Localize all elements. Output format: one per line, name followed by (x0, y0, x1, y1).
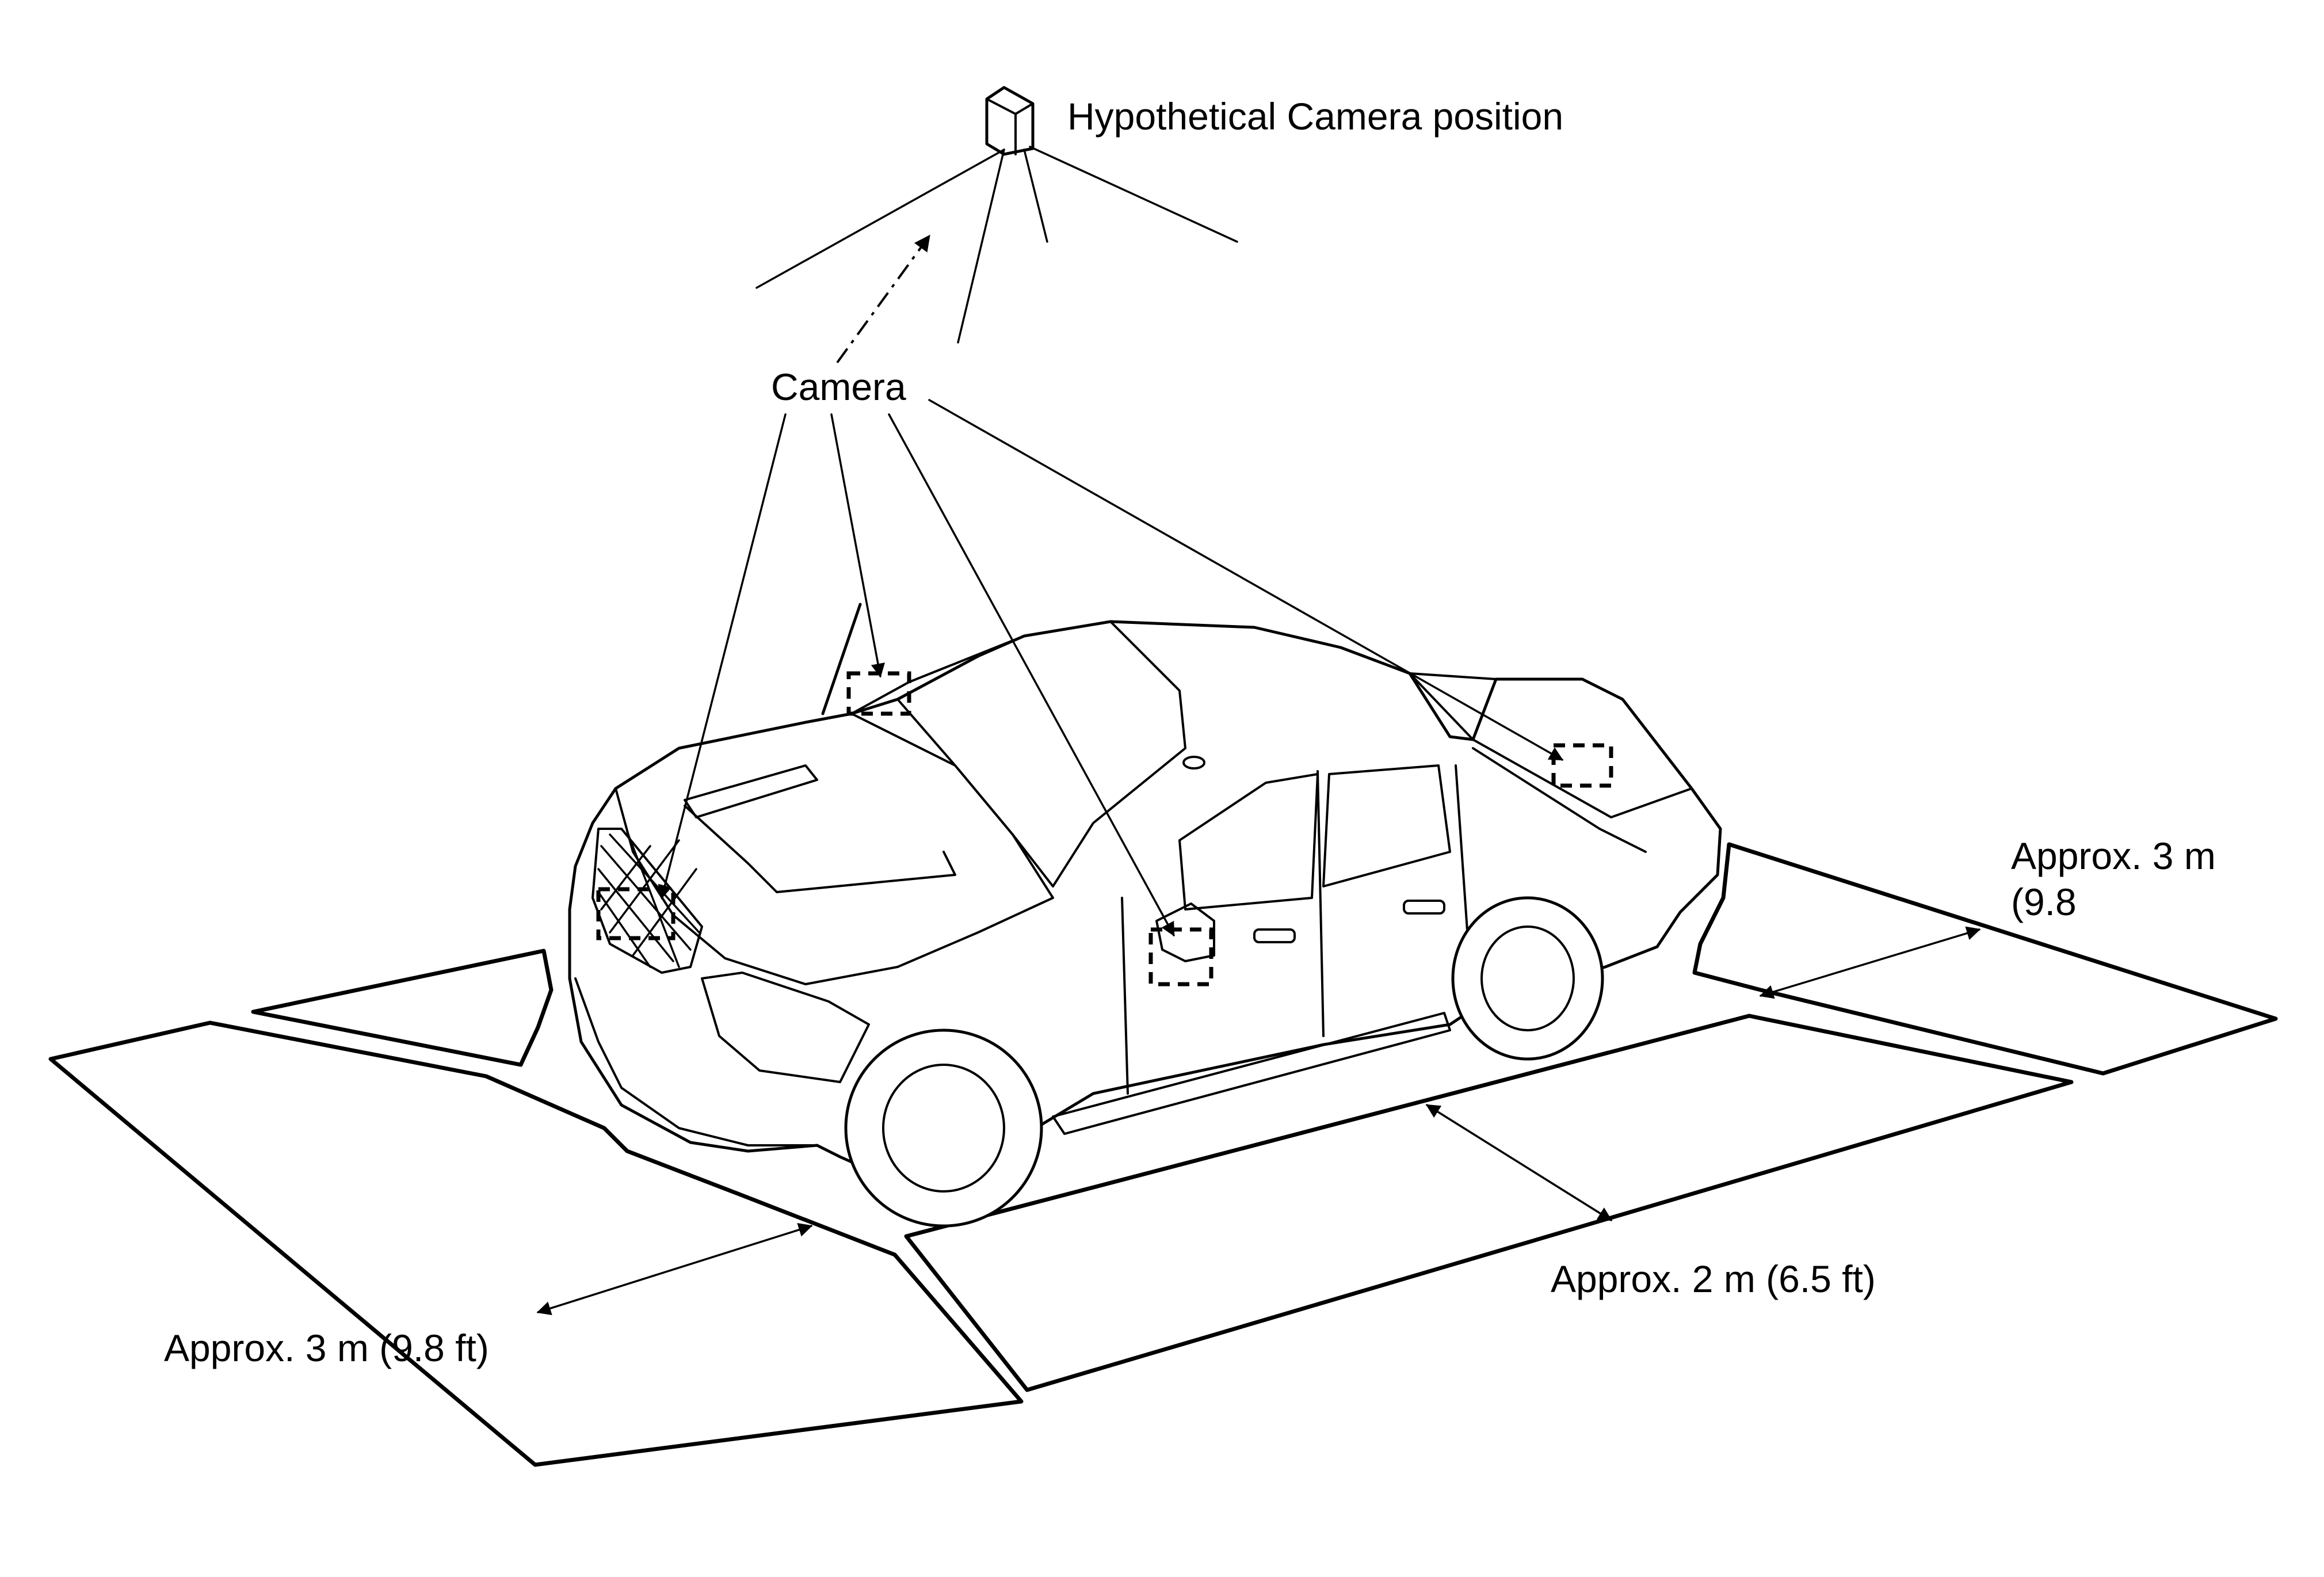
rear-distance-arrow (1759, 926, 1981, 999)
side-camera-box (1148, 927, 1213, 986)
camera-label: Camera (771, 365, 906, 408)
rear-door-window (1322, 764, 1451, 887)
front-door-window (1178, 773, 1319, 911)
running-board (1052, 1012, 1451, 1135)
side-distance-arrow (1425, 1104, 1613, 1221)
rear-door-handle (1403, 900, 1445, 915)
headlight (701, 972, 870, 1083)
front-bumper (574, 977, 818, 1146)
front-left-mat (48, 1020, 1024, 1467)
rear-distance-label-line1: Approx. 3 m (2011, 835, 2216, 877)
front-camera-box (596, 887, 676, 940)
truck-bed (1409, 672, 1693, 818)
front-door-handle (1253, 928, 1296, 943)
side-mirror (1155, 902, 1215, 962)
rear-distance-label-line2: (9.8 (2011, 881, 2077, 923)
front-grille (592, 828, 703, 974)
projection-arrow (836, 234, 930, 364)
antenna (821, 603, 862, 715)
rear-mat (1692, 842, 2278, 1076)
rear-camera-box (1551, 743, 1613, 788)
side-distance-label: Approx. 2 m (6.5 ft) (1551, 1258, 1876, 1300)
camera-view-lines (755, 146, 1238, 344)
front-mat (251, 949, 554, 1067)
rear-wheel (1451, 896, 1604, 1061)
camera-leader-lines (658, 399, 1564, 937)
distance-arrows (536, 926, 1981, 1316)
front-wheel (844, 1029, 1043, 1228)
grille-mesh (597, 831, 700, 968)
camera-locations (596, 671, 1613, 986)
left-front-distance-label: Approx. 3 m (9.8 ft) (164, 1327, 489, 1369)
truck-hood (615, 698, 1054, 985)
hypothetical-camera-label: Hypothetical Camera position (1067, 95, 1563, 138)
front-left-distance-arrow (536, 1222, 813, 1316)
windshield (850, 620, 1186, 887)
camera-icon (985, 86, 1035, 156)
pickup-truck (568, 603, 1722, 1228)
